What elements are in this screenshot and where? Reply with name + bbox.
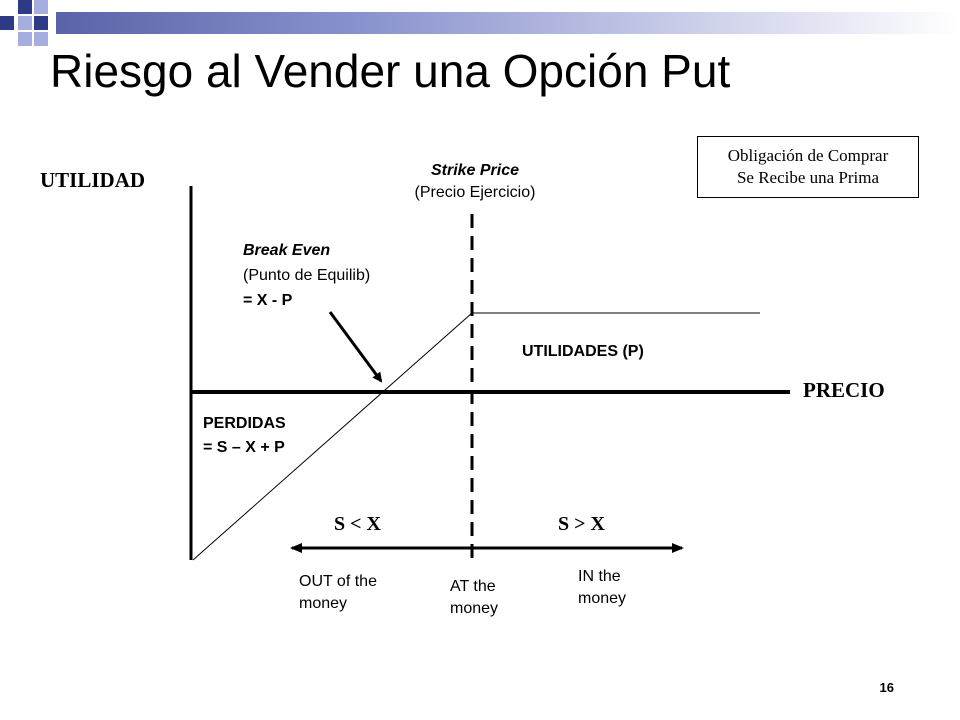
corner-decoration <box>0 0 960 46</box>
corner-square-dark-3 <box>34 16 48 30</box>
note-line-2: Se Recibe una Prima <box>736 168 880 187</box>
break-even-line-3: = X - P <box>243 292 293 309</box>
in-money-line-2: money <box>578 590 627 607</box>
s-greater-than-x: S > X <box>558 513 605 535</box>
y-axis-label: UTILIDAD <box>40 168 146 192</box>
in-money-line-1: IN the <box>578 568 621 585</box>
strike-price-label: Strike Price (Precio Ejercicio) <box>380 160 570 204</box>
in-the-money-label: IN the money <box>578 566 626 610</box>
strike-line-1: Strike Price <box>430 162 520 179</box>
corner-square-dark-1 <box>18 0 32 14</box>
note-box: Obligación de Comprar Se Recibe una Prim… <box>697 136 919 198</box>
out-money-line-2: money <box>299 595 348 612</box>
corner-square-light-3 <box>18 32 32 46</box>
losses-line-2: = S – X + P <box>203 439 285 456</box>
corner-square-dark-2 <box>0 16 14 30</box>
payoff-slope-line <box>192 312 473 561</box>
slide-title: Riesgo al Vender una Opción Put <box>50 45 731 97</box>
break-even-label: Break Even (Punto de Equilib) = X - P <box>243 238 370 313</box>
out-money-line-1: OUT of the <box>299 573 377 590</box>
corner-square-light-1 <box>34 0 48 14</box>
losses-line-1: PERDIDAS <box>203 415 286 432</box>
at-money-line-1: AT the <box>450 578 496 595</box>
page-number: 16 <box>879 680 894 695</box>
break-even-arrow <box>328 311 383 383</box>
corner-square-light-2 <box>18 16 32 30</box>
at-money-line-2: money <box>450 600 499 617</box>
s-less-than-x: S < X <box>334 513 381 535</box>
break-even-line-1: Break Even <box>243 242 331 259</box>
corner-square-light-4 <box>34 32 48 46</box>
note-line-1: Obligación de Comprar <box>727 146 889 165</box>
profits-label: UTILIDADES (P) <box>522 343 644 360</box>
break-even-line-2: (Punto de Equilib) <box>243 267 371 284</box>
strike-line-2: (Precio Ejercicio) <box>414 184 536 201</box>
top-gradient-bar <box>56 12 960 34</box>
at-the-money-label: AT the money <box>450 576 498 620</box>
out-of-the-money-label: OUT of the money <box>299 571 377 615</box>
losses-label: PERDIDAS = S – X + P <box>203 412 286 460</box>
x-axis-label: PRECIO <box>803 378 885 402</box>
